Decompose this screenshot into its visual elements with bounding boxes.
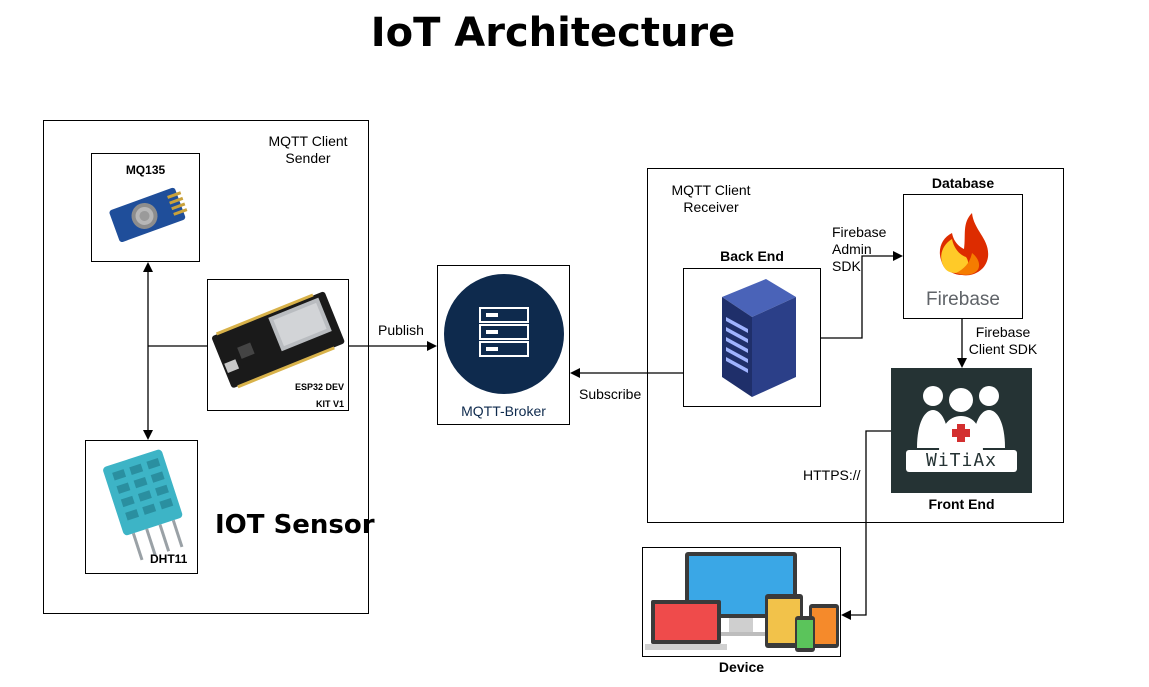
admin-sdk-arrow: [821, 251, 903, 339]
esp32-node[interactable]: ESP32 DEV KIT V1: [207, 279, 349, 411]
witiax-logo-text: WiTiAx: [925, 450, 998, 471]
https-label: HTTPS://: [803, 467, 861, 483]
mqtt-broker-label: MQTT-Broker: [461, 403, 546, 419]
mq135-sensor-icon: [109, 187, 188, 243]
firebase-logo-text: Firebase: [926, 289, 1000, 310]
devices-icon: [645, 552, 839, 652]
dht11-node[interactable]: DHT11: [85, 440, 198, 574]
witiax-logo-icon: [917, 386, 1005, 452]
dht11-sensor-icon: [103, 449, 184, 561]
mqtt-broker-node[interactable]: MQTT-Broker: [437, 265, 570, 425]
https-arrow: [841, 430, 891, 620]
esp32-board-icon: [212, 291, 345, 389]
frontend-node[interactable]: WiTiAx: [891, 368, 1032, 493]
admin-sdk-label: Firebase Admin SDK: [832, 224, 887, 274]
device-label: Device: [718, 659, 765, 675]
publish-label: Publish: [378, 322, 424, 338]
database-label: Database: [931, 175, 995, 191]
sensor-group-heading: IOT Sensor: [215, 510, 375, 540]
client-sdk-label: Firebase Client SDK: [968, 324, 1038, 357]
dht11-label: DHT11: [150, 552, 188, 566]
witiax-logo-banner: [906, 450, 1017, 472]
frontend-label: Front End: [928, 496, 995, 512]
subscribe-label: Subscribe: [579, 386, 642, 402]
page-title: IoT Architecture: [370, 10, 736, 56]
firebase-node[interactable]: Firebase: [903, 194, 1023, 319]
backend-server-icon: [722, 279, 796, 397]
device-node[interactable]: [642, 547, 841, 657]
mq135-label: MQ135: [125, 163, 166, 177]
broker-server-icon: [444, 274, 564, 394]
sensor-client-label: MQTT Client Sender: [268, 133, 348, 166]
esp32-label: ESP32 DEV KIT V1: [294, 382, 344, 409]
firebase-logo-icon: [939, 213, 989, 276]
backend-node[interactable]: [683, 268, 821, 407]
mq135-node[interactable]: MQ135: [91, 153, 200, 262]
backend-label: Back End: [720, 248, 784, 264]
receiver-client-label: MQTT Client Receiver: [671, 182, 751, 215]
